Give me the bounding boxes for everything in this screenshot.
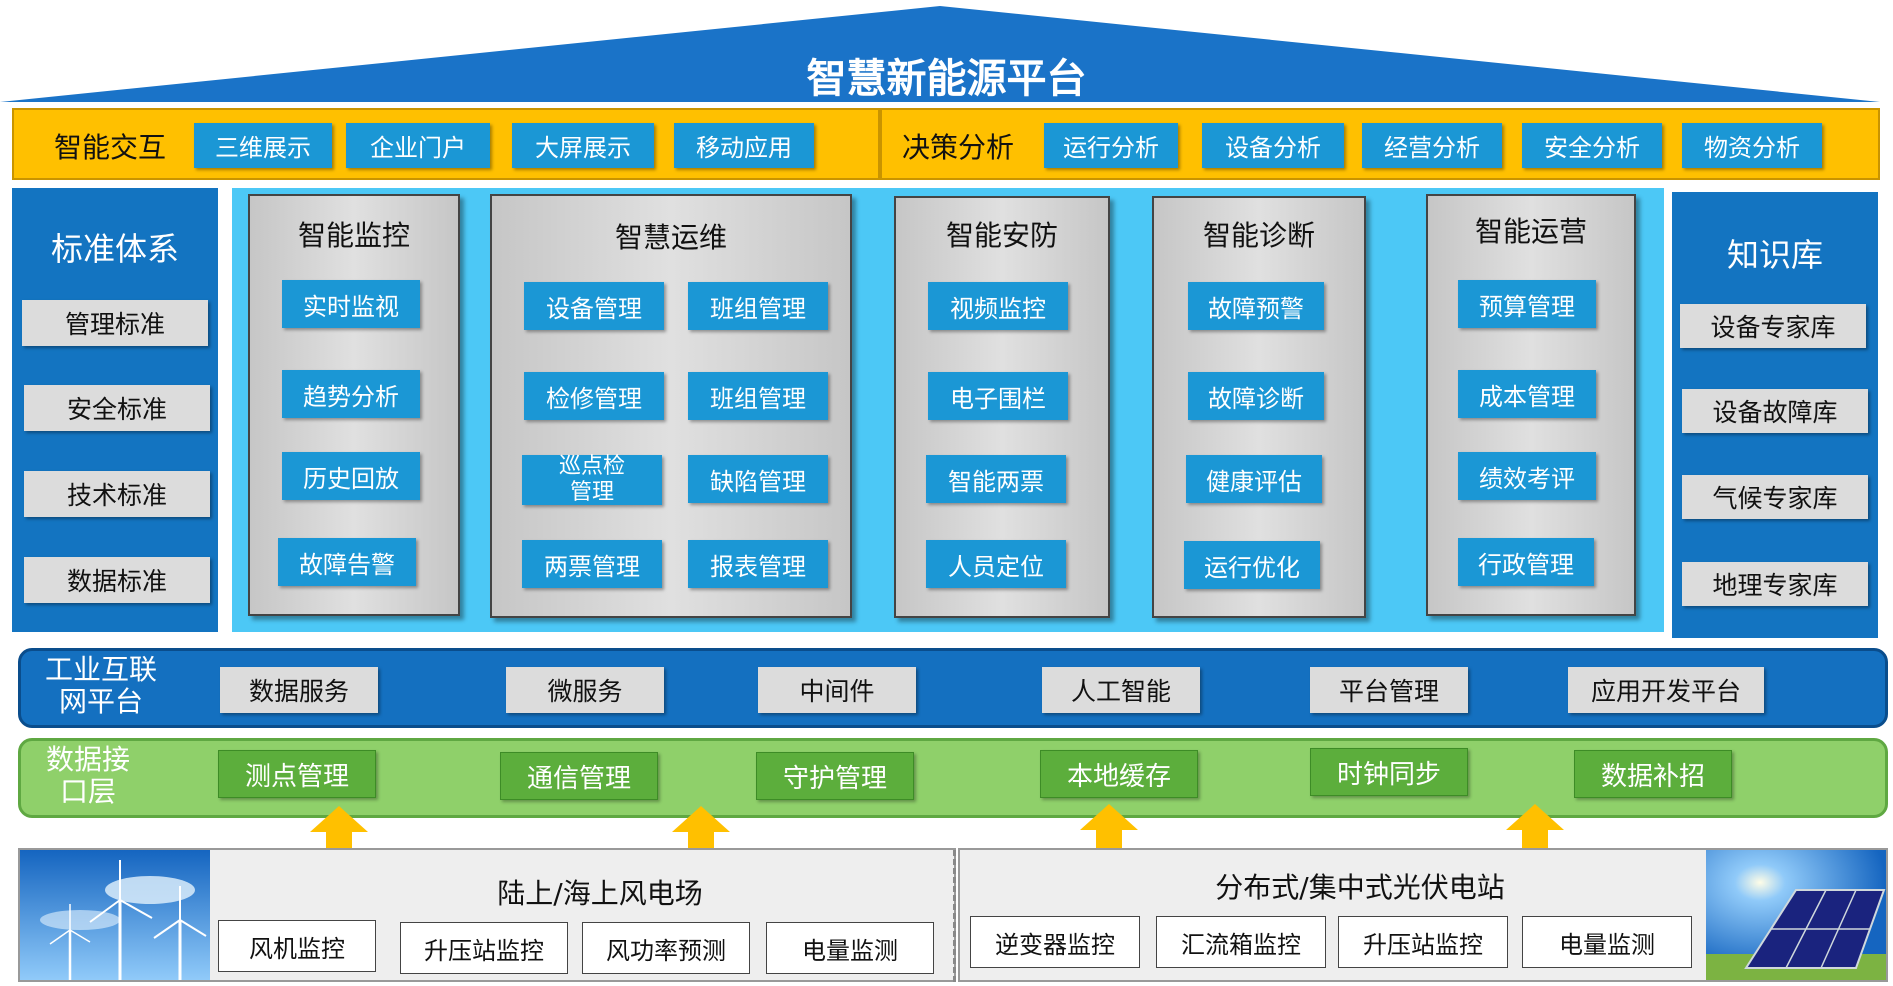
interface-item[interactable]: 守护管理 bbox=[756, 752, 914, 800]
page-title: 智慧新能源平台 bbox=[806, 56, 1087, 102]
interface-item[interactable]: 通信管理 bbox=[500, 752, 658, 800]
wind-item[interactable]: 升压站监控 bbox=[400, 922, 568, 974]
module-item[interactable]: 检修管理 bbox=[524, 372, 664, 420]
up-arrow-icon bbox=[310, 806, 368, 866]
module-item[interactable]: 班组管理 bbox=[688, 282, 828, 330]
module-title: 智能监控 bbox=[297, 219, 410, 252]
module-item[interactable]: 行政管理 bbox=[1458, 538, 1594, 586]
iiot-label: 工业互联网平台 bbox=[44, 653, 157, 718]
standard-item[interactable]: 数据标准 bbox=[24, 557, 210, 603]
knowledge-title: 知识库 bbox=[1726, 236, 1823, 274]
interface-item[interactable]: 时钟同步 bbox=[1310, 748, 1468, 796]
standards-title: 标准体系 bbox=[50, 230, 179, 268]
module-item[interactable]: 绩效考评 bbox=[1458, 452, 1596, 500]
up-arrow-icon bbox=[1506, 804, 1564, 864]
module-item[interactable]: 历史回放 bbox=[282, 452, 420, 500]
interaction-item[interactable]: 大屏展示 bbox=[512, 123, 654, 168]
knowledge-item[interactable]: 设备故障库 bbox=[1682, 389, 1868, 433]
iiot-item[interactable]: 中间件 bbox=[758, 667, 916, 713]
standard-item[interactable]: 管理标准 bbox=[22, 300, 208, 346]
wind-item[interactable]: 电量监测 bbox=[766, 922, 934, 974]
iiot-item[interactable]: 应用开发平台 bbox=[1568, 667, 1764, 713]
decision-item[interactable]: 经营分析 bbox=[1362, 123, 1502, 168]
up-arrow-icon bbox=[672, 806, 730, 866]
wind-turbine-image bbox=[20, 850, 210, 980]
module-item[interactable]: 电子围栏 bbox=[928, 372, 1068, 420]
decision-item[interactable]: 运行分析 bbox=[1044, 123, 1178, 168]
solar-item[interactable]: 逆变器监控 bbox=[970, 916, 1140, 968]
module-item[interactable]: 视频监控 bbox=[928, 282, 1068, 330]
standard-item[interactable]: 安全标准 bbox=[24, 385, 210, 431]
roof-banner bbox=[0, 6, 1880, 102]
interface-item[interactable]: 测点管理 bbox=[218, 750, 376, 798]
decision-item[interactable]: 安全分析 bbox=[1522, 123, 1662, 168]
solar-item[interactable]: 升压站监控 bbox=[1338, 916, 1508, 968]
decision-label: 决策分析 bbox=[902, 131, 1015, 164]
module-item[interactable]: 成本管理 bbox=[1458, 370, 1596, 418]
module-item[interactable]: 故障诊断 bbox=[1188, 372, 1324, 420]
iiot-item[interactable]: 微服务 bbox=[506, 667, 664, 713]
module-item[interactable]: 报表管理 bbox=[688, 540, 828, 588]
module-item[interactable]: 人员定位 bbox=[926, 540, 1066, 588]
module-item[interactable]: 智能两票 bbox=[926, 455, 1066, 503]
module-title: 智慧运维 bbox=[614, 221, 727, 254]
solar-item[interactable]: 汇流箱监控 bbox=[1156, 916, 1326, 968]
interaction-label: 智能交互 bbox=[54, 131, 167, 164]
interface-label: 数据接口层 bbox=[45, 743, 130, 808]
module-item[interactable]: 巡点检管理 bbox=[522, 454, 662, 505]
wind-farm-title: 陆上/海上风电场 bbox=[497, 877, 703, 910]
knowledge-item[interactable]: 气候专家库 bbox=[1682, 475, 1868, 519]
solar-item[interactable]: 电量监测 bbox=[1522, 916, 1692, 968]
standard-item[interactable]: 技术标准 bbox=[24, 471, 210, 517]
solar-title: 分布式/集中式光伏电站 bbox=[1215, 871, 1505, 904]
iiot-item[interactable]: 人工智能 bbox=[1042, 667, 1200, 713]
decision-item[interactable]: 设备分析 bbox=[1202, 123, 1344, 168]
section-divider bbox=[953, 850, 956, 982]
module-item[interactable]: 两票管理 bbox=[522, 540, 662, 588]
iiot-item[interactable]: 数据服务 bbox=[220, 667, 378, 713]
module-title: 智能运营 bbox=[1474, 215, 1587, 248]
module-item[interactable]: 运行优化 bbox=[1184, 541, 1320, 589]
solar-panel-image bbox=[1706, 850, 1886, 980]
interaction-item[interactable]: 移动应用 bbox=[674, 123, 814, 168]
module-item[interactable]: 缺陷管理 bbox=[688, 455, 828, 503]
module-item[interactable]: 故障预警 bbox=[1188, 282, 1324, 330]
wind-item[interactable]: 风机监控 bbox=[218, 920, 376, 972]
iiot-item[interactable]: 平台管理 bbox=[1310, 667, 1468, 713]
up-arrow-icon bbox=[1080, 804, 1138, 864]
module-item[interactable]: 趋势分析 bbox=[282, 370, 420, 418]
module-item[interactable]: 实时监视 bbox=[282, 280, 420, 328]
interface-item[interactable]: 本地缓存 bbox=[1040, 750, 1198, 798]
decision-item[interactable]: 物资分析 bbox=[1682, 123, 1822, 168]
wind-item[interactable]: 风功率预测 bbox=[582, 922, 750, 974]
module-item[interactable]: 故障告警 bbox=[278, 538, 416, 586]
module-item[interactable]: 健康评估 bbox=[1186, 455, 1322, 503]
knowledge-item[interactable]: 地理专家库 bbox=[1682, 562, 1868, 606]
interface-item[interactable]: 数据补招 bbox=[1574, 750, 1732, 798]
interaction-item[interactable]: 企业门户 bbox=[346, 123, 490, 168]
module-item[interactable]: 预算管理 bbox=[1458, 280, 1596, 328]
module-item[interactable]: 班组管理 bbox=[688, 372, 828, 420]
module-title: 智能诊断 bbox=[1202, 219, 1315, 252]
module-item[interactable]: 设备管理 bbox=[524, 282, 664, 330]
module-title: 智能安防 bbox=[945, 219, 1058, 252]
knowledge-item[interactable]: 设备专家库 bbox=[1680, 304, 1866, 348]
interaction-item[interactable]: 三维展示 bbox=[194, 123, 332, 168]
